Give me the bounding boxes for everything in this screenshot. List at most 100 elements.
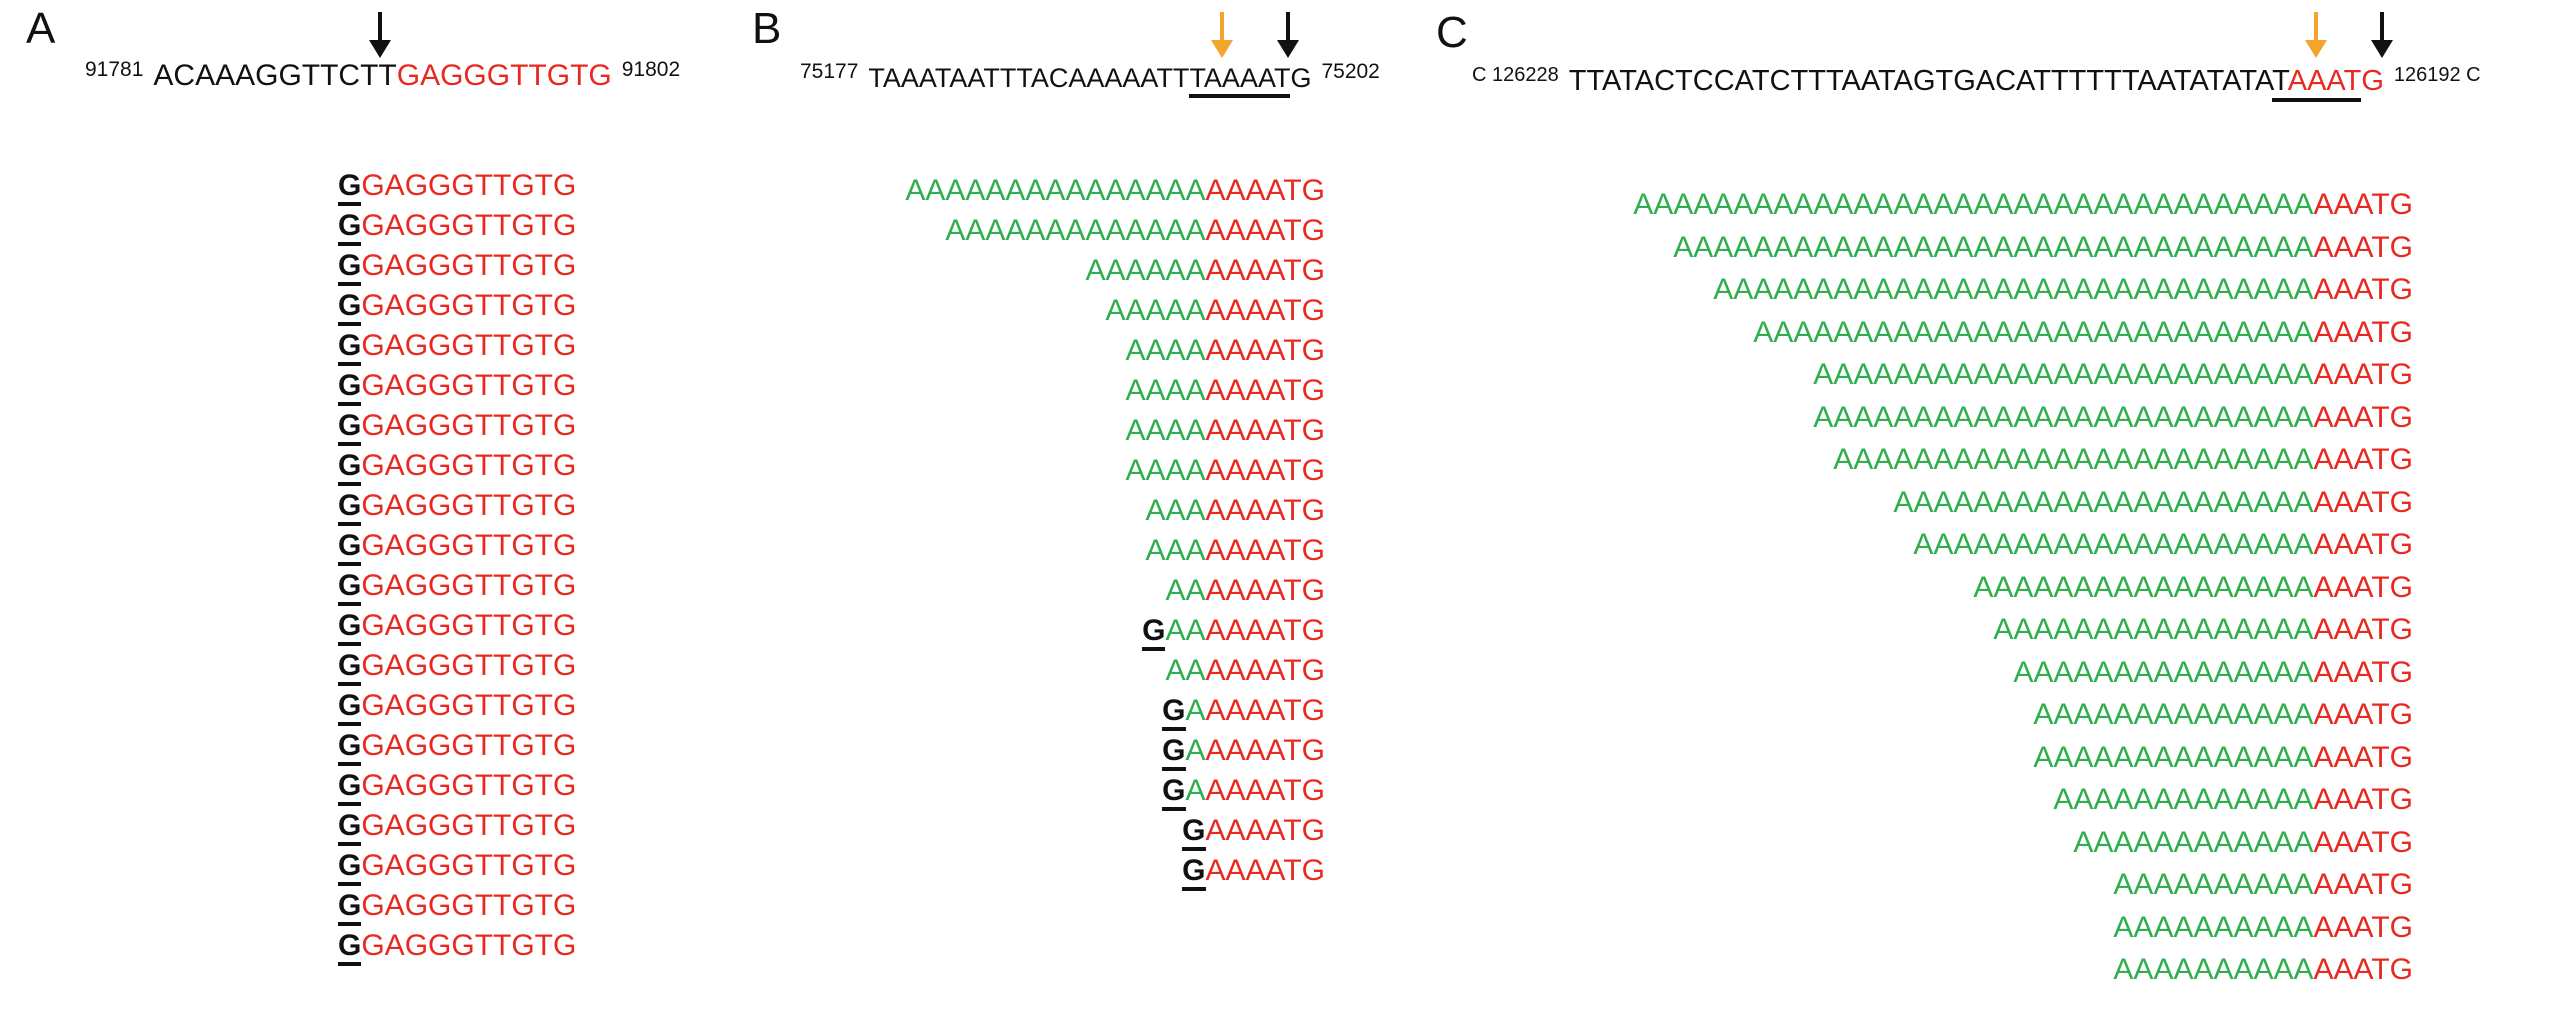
read-row: AAAAAAAAAAAAATG <box>1633 949 2413 992</box>
panel-label: C <box>1436 8 1468 57</box>
read-genomic-end: AAATG <box>2313 443 2413 476</box>
panel-label: A <box>26 4 56 53</box>
read-row: AAAAAAAATG <box>905 371 1325 411</box>
read-row: GGAGGGTTGTG <box>338 446 576 486</box>
ref-segment: G <box>2361 65 2384 97</box>
read-genomic-end: AAAATG <box>1205 174 1325 207</box>
read-g-addition: G <box>338 529 362 566</box>
read-polya: AAAAAAAAAAAAAAAAAAAA <box>1913 528 2314 561</box>
black-arrow-icon <box>369 12 391 58</box>
read-polya: AAAAA <box>1105 294 1206 327</box>
read-genomic-end: GAGGGTTGTG <box>361 169 577 202</box>
read-genomic-end: AAAATG <box>1205 694 1325 727</box>
read-genomic-end: AAATG <box>2313 655 2413 689</box>
read-row: GGAGGGTTGTG <box>338 366 576 406</box>
read-row: AAAAAAAAAAAAAAAATG <box>1633 779 2413 822</box>
arrow-shaft <box>378 12 382 41</box>
read-genomic-end: AAATG <box>2313 358 2413 391</box>
read-genomic-end: AAATG <box>2313 868 2413 901</box>
read-row: AAAAAAAAAAAAAAAAAAAAAAAAAAAAAAAAATG <box>1633 269 2413 312</box>
read-genomic-end: GAGGGTTGTG <box>361 769 577 802</box>
read-polya: AAAAAAAAAAAAAAAAAAAAA <box>1893 485 2314 519</box>
read-polya: AAAA <box>1125 374 1206 407</box>
coord-right: 75202 <box>1321 60 1380 83</box>
read-g-addition: G <box>338 689 362 726</box>
read-genomic-end: AAAATG <box>1205 214 1325 247</box>
read-g-addition: G <box>338 769 362 806</box>
read-genomic-end: GAGGGTTGTG <box>361 809 577 842</box>
read-genomic-end: GAGGGTTGTG <box>361 529 577 562</box>
read-polya: AAAAAAAAAAAAA <box>2053 783 2314 816</box>
read-genomic-end: AAATG <box>2313 910 2413 944</box>
read-g-addition: G <box>338 489 362 526</box>
ref-segment: GAGGGTTGTG <box>396 59 612 92</box>
read-row: AAAAAAATG <box>905 491 1325 531</box>
read-genomic-end: AAAATG <box>1205 774 1325 807</box>
read-genomic-end: AAATG <box>2313 230 2413 264</box>
read-g-addition: G <box>338 889 362 926</box>
read-genomic-end: AAATG <box>2313 485 2413 519</box>
read-row: AAAAAAAAAAAAAAAAAAAAAAAAAAAATG <box>1633 354 2413 397</box>
ref-segment: TAAATAATTTACAAAAATT <box>868 63 1190 93</box>
read-row: AAAAAAAAAAAAAAATG <box>1633 822 2413 865</box>
read-row: GGAGGGTTGTG <box>338 246 576 286</box>
read-row: GAAAAATG <box>905 731 1325 771</box>
read-row: AAAAAAAAAAAAAAAAATG <box>1633 737 2413 780</box>
read-genomic-end: GAGGGTTGTG <box>361 609 577 642</box>
read-genomic-end: GAGGGTTGTG <box>361 849 577 882</box>
ref-segment-underlined: TAAAAT <box>1189 63 1291 98</box>
read-genomic-end: AAATG <box>2313 528 2413 561</box>
read-polya: AAAAAAAAAAAAAAA <box>2013 655 2314 689</box>
read-polya: AAAAAAAAAAAAAAAAAAAAAAAAA <box>1813 358 2314 391</box>
read-row: AAAAAAAAAAAAAAAAAAAAAAAAAAATG <box>1633 439 2413 482</box>
read-polya: AAAAAA <box>1085 254 1206 287</box>
read-g-addition: G <box>1182 814 1206 851</box>
read-g-addition: G <box>338 369 362 406</box>
read-genomic-end: AAATG <box>2313 740 2413 774</box>
read-row: AAAAAATG <box>905 651 1325 691</box>
read-polya: AAAAAAAAAA <box>2113 953 2314 986</box>
read-g-addition: G <box>338 249 362 286</box>
read-genomic-end: AAAATG <box>1205 494 1325 527</box>
read-polya: AAAAAAAAAAAAAAAAAAAAAAAAAAAAAAAA <box>1673 230 2314 264</box>
read-row: GGAGGGTTGTG <box>338 926 576 966</box>
read-polya: AAAAAAAAAA <box>2113 910 2314 944</box>
read-row: GGAGGGTTGTG <box>338 166 576 206</box>
arrow-shaft <box>1286 12 1290 41</box>
read-row: AAAAAAAAAAAAAAAAAAAATG <box>1633 567 2413 610</box>
read-row: AAAAAAAAAAAAAAAAAAAAAAAATG <box>1633 482 2413 525</box>
read-genomic-end: AAATG <box>2313 273 2413 306</box>
read-row: GAAAAATG <box>905 771 1325 811</box>
read-genomic-end: AAAATG <box>1205 454 1325 487</box>
read-genomic-end: GAGGGTTGTG <box>361 329 577 362</box>
read-genomic-end: AAAATG <box>1205 334 1325 367</box>
read-row: GAAAAATG <box>905 691 1325 731</box>
read-genomic-end: GAGGGTTGTG <box>361 889 577 922</box>
read-row: AAAAAAAAAAAAAAAAAATG <box>1633 652 2413 695</box>
read-genomic-end: GAGGGTTGTG <box>361 369 577 402</box>
read-polya: AAAAAAAAAAAAAAAAAAAAAAAA <box>1833 443 2314 476</box>
read-row: AAAAAAAAATG <box>905 291 1325 331</box>
coord-left: C 126228 <box>1472 64 1559 86</box>
read-g-addition: G <box>338 609 362 646</box>
read-genomic-end: AAATG <box>2313 953 2413 986</box>
read-genomic-end: GAGGGTTGTG <box>361 649 577 682</box>
read-g-addition: G <box>338 289 362 326</box>
read-row: GGAGGGTTGTG <box>338 686 576 726</box>
ref-segment-underlined: T <box>2272 65 2288 102</box>
read-row: GGAGGGTTGTG <box>338 606 576 646</box>
read-row: GGAGGGTTGTG <box>338 406 576 446</box>
read-row: AAAAAAAAAAAAATG <box>1633 907 2413 950</box>
read-g-addition: G <box>338 729 362 766</box>
read-genomic-end: GAGGGTTGTG <box>361 929 577 962</box>
reference-sequence: TAAATAATTTACAAAAATTTAAAATG <box>868 63 1311 98</box>
read-genomic-end: GAGGGTTGTG <box>361 289 577 322</box>
read-row: AAAAAAAAAAAAAAAAATG <box>1633 694 2413 737</box>
read-row: AAAAAAAAAAAAAAAAATG <box>905 211 1325 251</box>
